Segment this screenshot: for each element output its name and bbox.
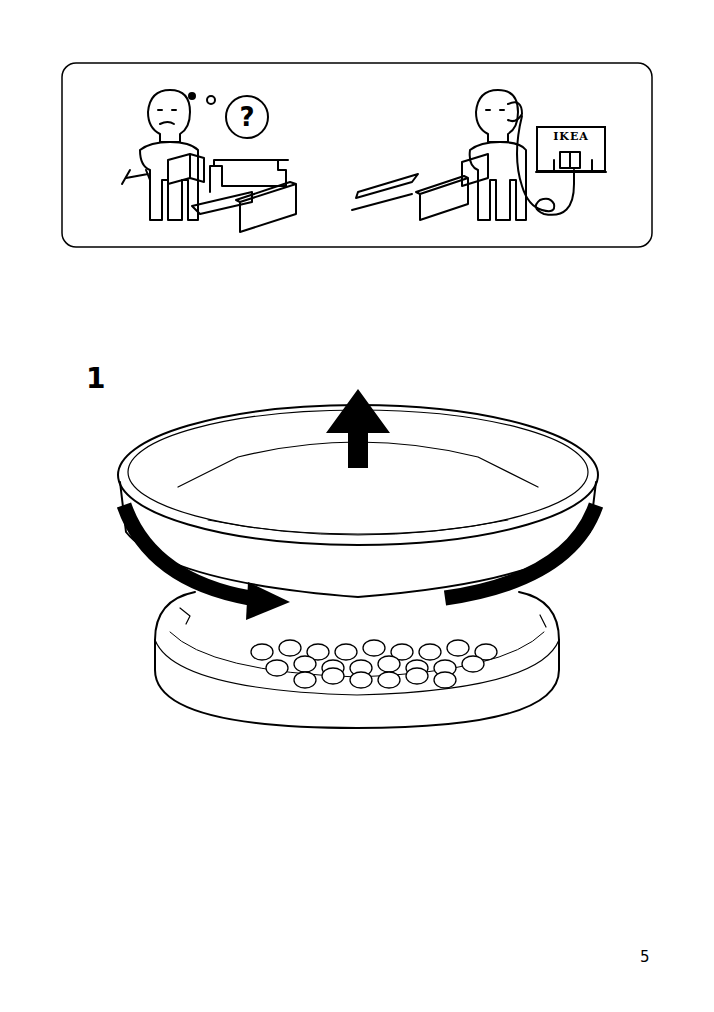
hole (419, 644, 441, 660)
step-number: 1 (86, 362, 105, 395)
hole (294, 656, 316, 672)
hole (378, 672, 400, 688)
base (155, 592, 559, 728)
page-number: 5 (640, 948, 650, 966)
hole (350, 672, 372, 688)
hole (294, 672, 316, 688)
hole (378, 656, 400, 672)
confused-person (122, 90, 296, 232)
phoning-person (352, 90, 606, 220)
hole (279, 640, 301, 656)
store-sign: IKEA (536, 126, 606, 172)
hole (363, 640, 385, 656)
hole (251, 644, 273, 660)
info-panel (62, 63, 652, 247)
lid (118, 389, 598, 620)
hole (462, 656, 484, 672)
hole (434, 672, 456, 688)
hole (447, 640, 469, 656)
hole (266, 660, 288, 676)
store-name: IKEA (553, 130, 589, 143)
hole (335, 644, 357, 660)
question-bubble: ? (225, 95, 269, 139)
hole (322, 668, 344, 684)
question-mark: ? (239, 102, 254, 132)
hole (406, 668, 428, 684)
